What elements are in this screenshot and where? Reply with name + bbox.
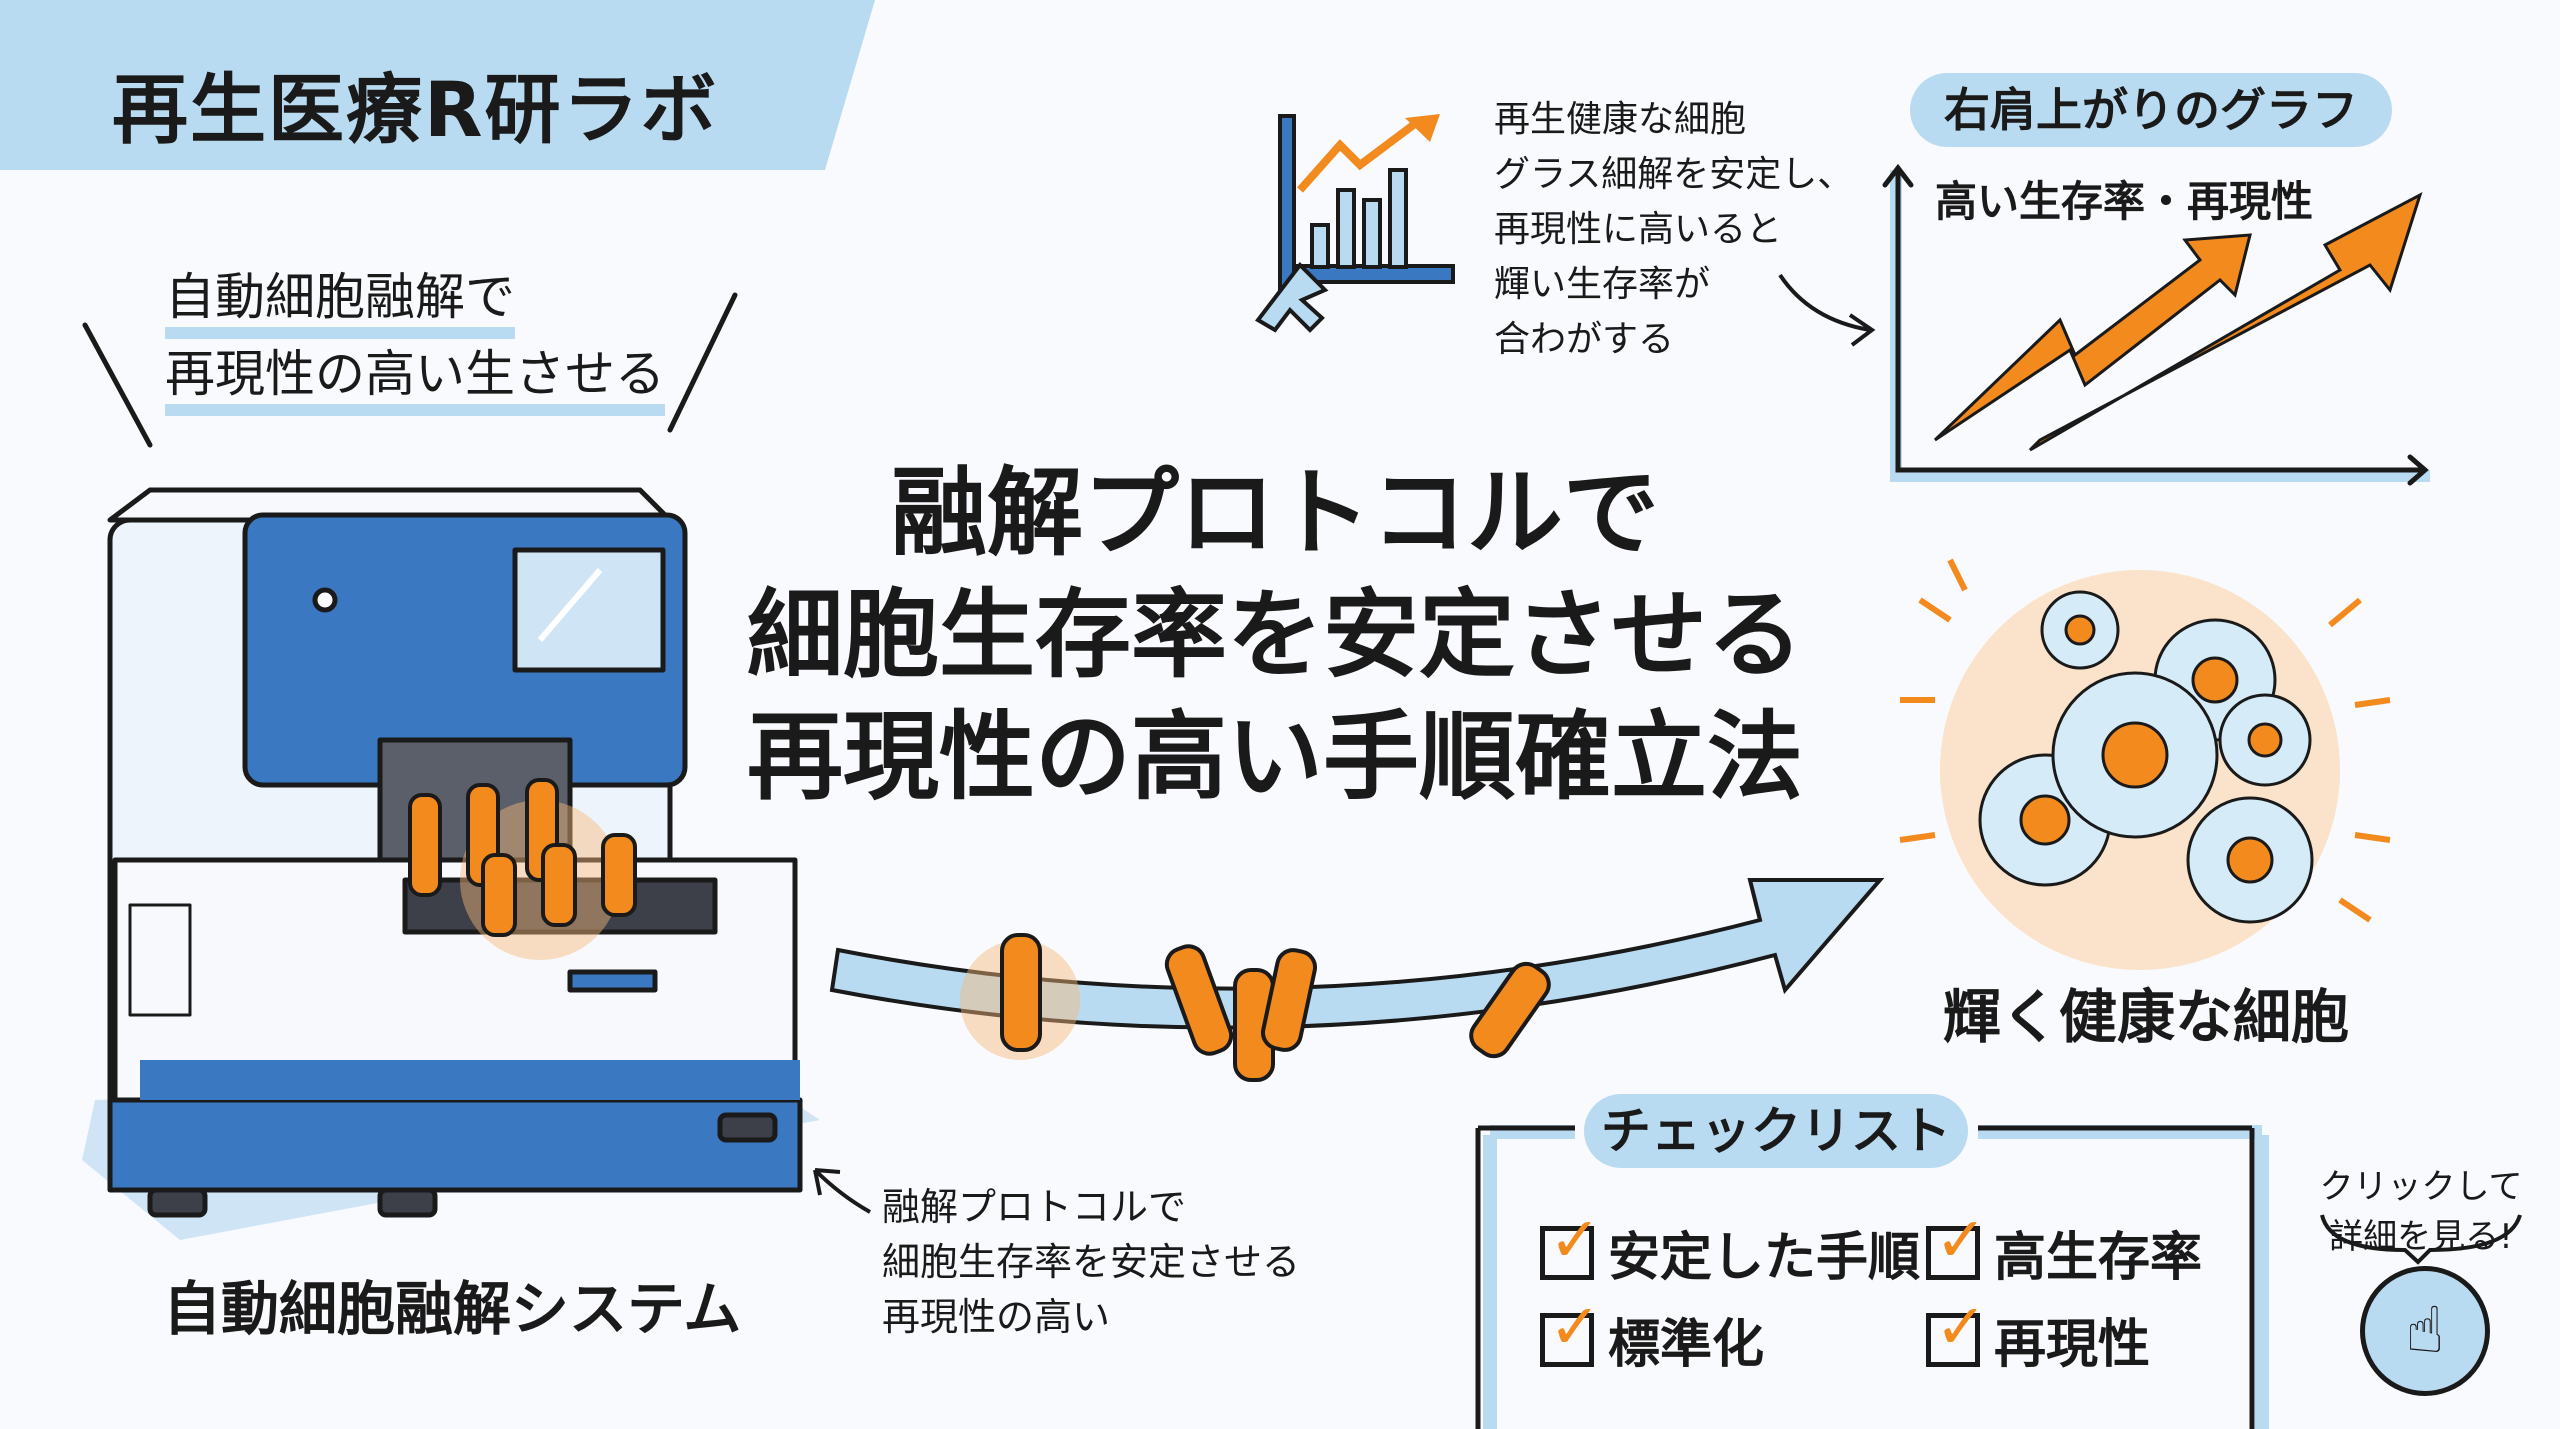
note-line: グラス細解を安定し、: [1494, 154, 1854, 195]
checklist-item-label: 再現性: [1994, 1315, 2151, 1375]
note-line: 再現性に高いると: [1494, 209, 1783, 250]
speech-bubble: 自動細胞融解で 再現性の高い生させる: [165, 262, 665, 416]
check-icon: ✓: [1549, 1289, 1601, 1363]
growth-chart: [1882, 163, 2430, 486]
annotation-arrow: [813, 1168, 871, 1214]
checklist-item[interactable]: ✓ 安定した手順: [1540, 1208, 1921, 1290]
checkbox[interactable]: ✓: [1926, 1208, 1987, 1280]
headline-line: 再現性の高い手順確立法: [747, 701, 1803, 813]
machine-tubes: [408, 778, 637, 960]
main-headline: 融解プロトコルで 細胞生存率を安定させる 再現性の高い手順確立法: [700, 452, 1850, 818]
bubble-strokes: [82, 292, 738, 448]
click-hint-bubble: [2320, 1214, 2522, 1265]
checklist-frame: [1475, 1125, 2269, 1429]
checkbox[interactable]: ✓: [1926, 1295, 1987, 1367]
checklist-item-label: 安定した手順: [1608, 1228, 1921, 1288]
note-line: 再生健康な細胞: [1494, 99, 1747, 140]
click-hint: クリックして 詳細を見る!: [2316, 1162, 2526, 1262]
headline-line: 融解プロトコルで: [891, 457, 1659, 569]
bar-chart-icon: [1255, 114, 1455, 333]
growth-chart-label: 高い生存率・再現性: [1935, 177, 2314, 226]
cells-label: 輝く健康な細胞: [1943, 983, 2350, 1051]
annotation-line: 細胞生存率を安定させる: [882, 1240, 1301, 1284]
check-icon: ✓: [1935, 1202, 1987, 1276]
note-line: 合わがする: [1494, 319, 1675, 360]
checklist-title: チェックリスト: [1584, 1094, 1968, 1168]
click-hint-line: クリックして: [2319, 1167, 2523, 1207]
annotation-line: 融解プロトコルで: [882, 1185, 1187, 1229]
title-banner: [0, 0, 875, 170]
click-hint-line: 詳細を見る!: [2329, 1217, 2513, 1257]
machine-illustration: [82, 487, 820, 1240]
flow-arrow: [829, 878, 1885, 1082]
cells-illustration: [1899, 558, 2391, 970]
checklist-item[interactable]: ✓ 標準化: [1540, 1295, 1765, 1377]
checkbox[interactable]: ✓: [1540, 1295, 1601, 1367]
speech-line: 自動細胞融解で: [165, 267, 515, 339]
check-icon: ✓: [1549, 1202, 1601, 1276]
note-arrow: [1778, 273, 1876, 347]
checklist-item[interactable]: ✓ 高生存率: [1926, 1208, 2203, 1290]
checklist-item[interactable]: ✓ 再現性: [1926, 1295, 2151, 1377]
checklist-item-label: 標準化: [1608, 1315, 1765, 1375]
growth-chart-title: 右肩上がりのグラフ: [1910, 73, 2392, 147]
speech-line: 再現性の高い生させる: [165, 344, 665, 416]
checklist-item-label: 高生存率: [1994, 1228, 2203, 1288]
page-title: 再生医療R研ラボ: [112, 65, 719, 154]
machine-label: 自動細胞融解システム: [163, 1275, 742, 1343]
note-line: 輝い生存率が: [1494, 264, 1711, 305]
details-button[interactable]: ☝: [2360, 1266, 2490, 1396]
checkbox[interactable]: ✓: [1540, 1208, 1601, 1280]
check-icon: ✓: [1935, 1289, 1987, 1363]
protocol-annotation: 融解プロトコルで 細胞生存率を安定させる 再現性の高い: [882, 1180, 1300, 1345]
annotation-line: 再現性の高い: [882, 1295, 1111, 1339]
chart-note: 再生健康な細胞 グラス細解を安定し、 再現性に高いると 輝い生存率が 合わがする: [1494, 92, 1853, 367]
pointing-hand-icon: ☝: [2405, 1294, 2445, 1368]
headline-line: 細胞生存率を安定させる: [747, 579, 1803, 691]
